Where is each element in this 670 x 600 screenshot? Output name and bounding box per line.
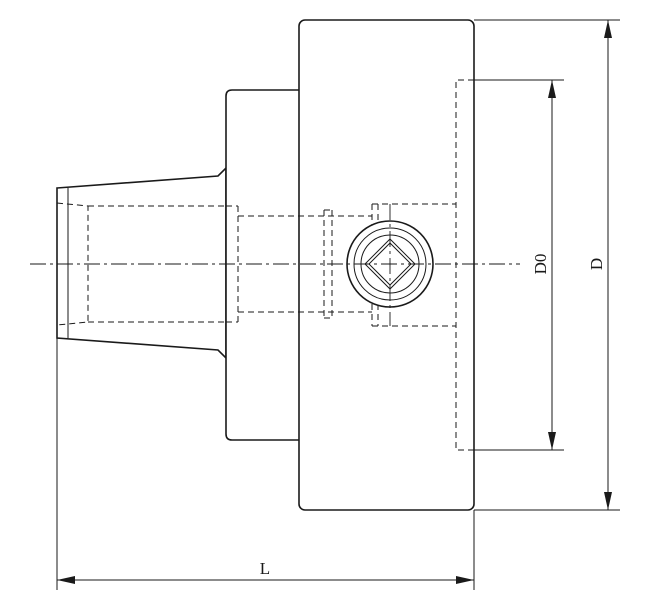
d-label: D (587, 258, 606, 270)
d-arrow-bottom (604, 492, 612, 510)
shank-bore-hidden (56, 202, 89, 326)
d0-arrow-bottom (548, 432, 556, 450)
l-arrow-right (456, 576, 474, 584)
l-arrow-left (57, 576, 75, 584)
inner-bore-hidden (455, 79, 474, 451)
d-arrow-top (604, 20, 612, 38)
middle-collar (225, 89, 301, 441)
d0-label: D0 (531, 254, 550, 275)
d0-arrow-top (548, 80, 556, 98)
tapered-shank (56, 166, 227, 360)
l-label: L (260, 559, 270, 578)
